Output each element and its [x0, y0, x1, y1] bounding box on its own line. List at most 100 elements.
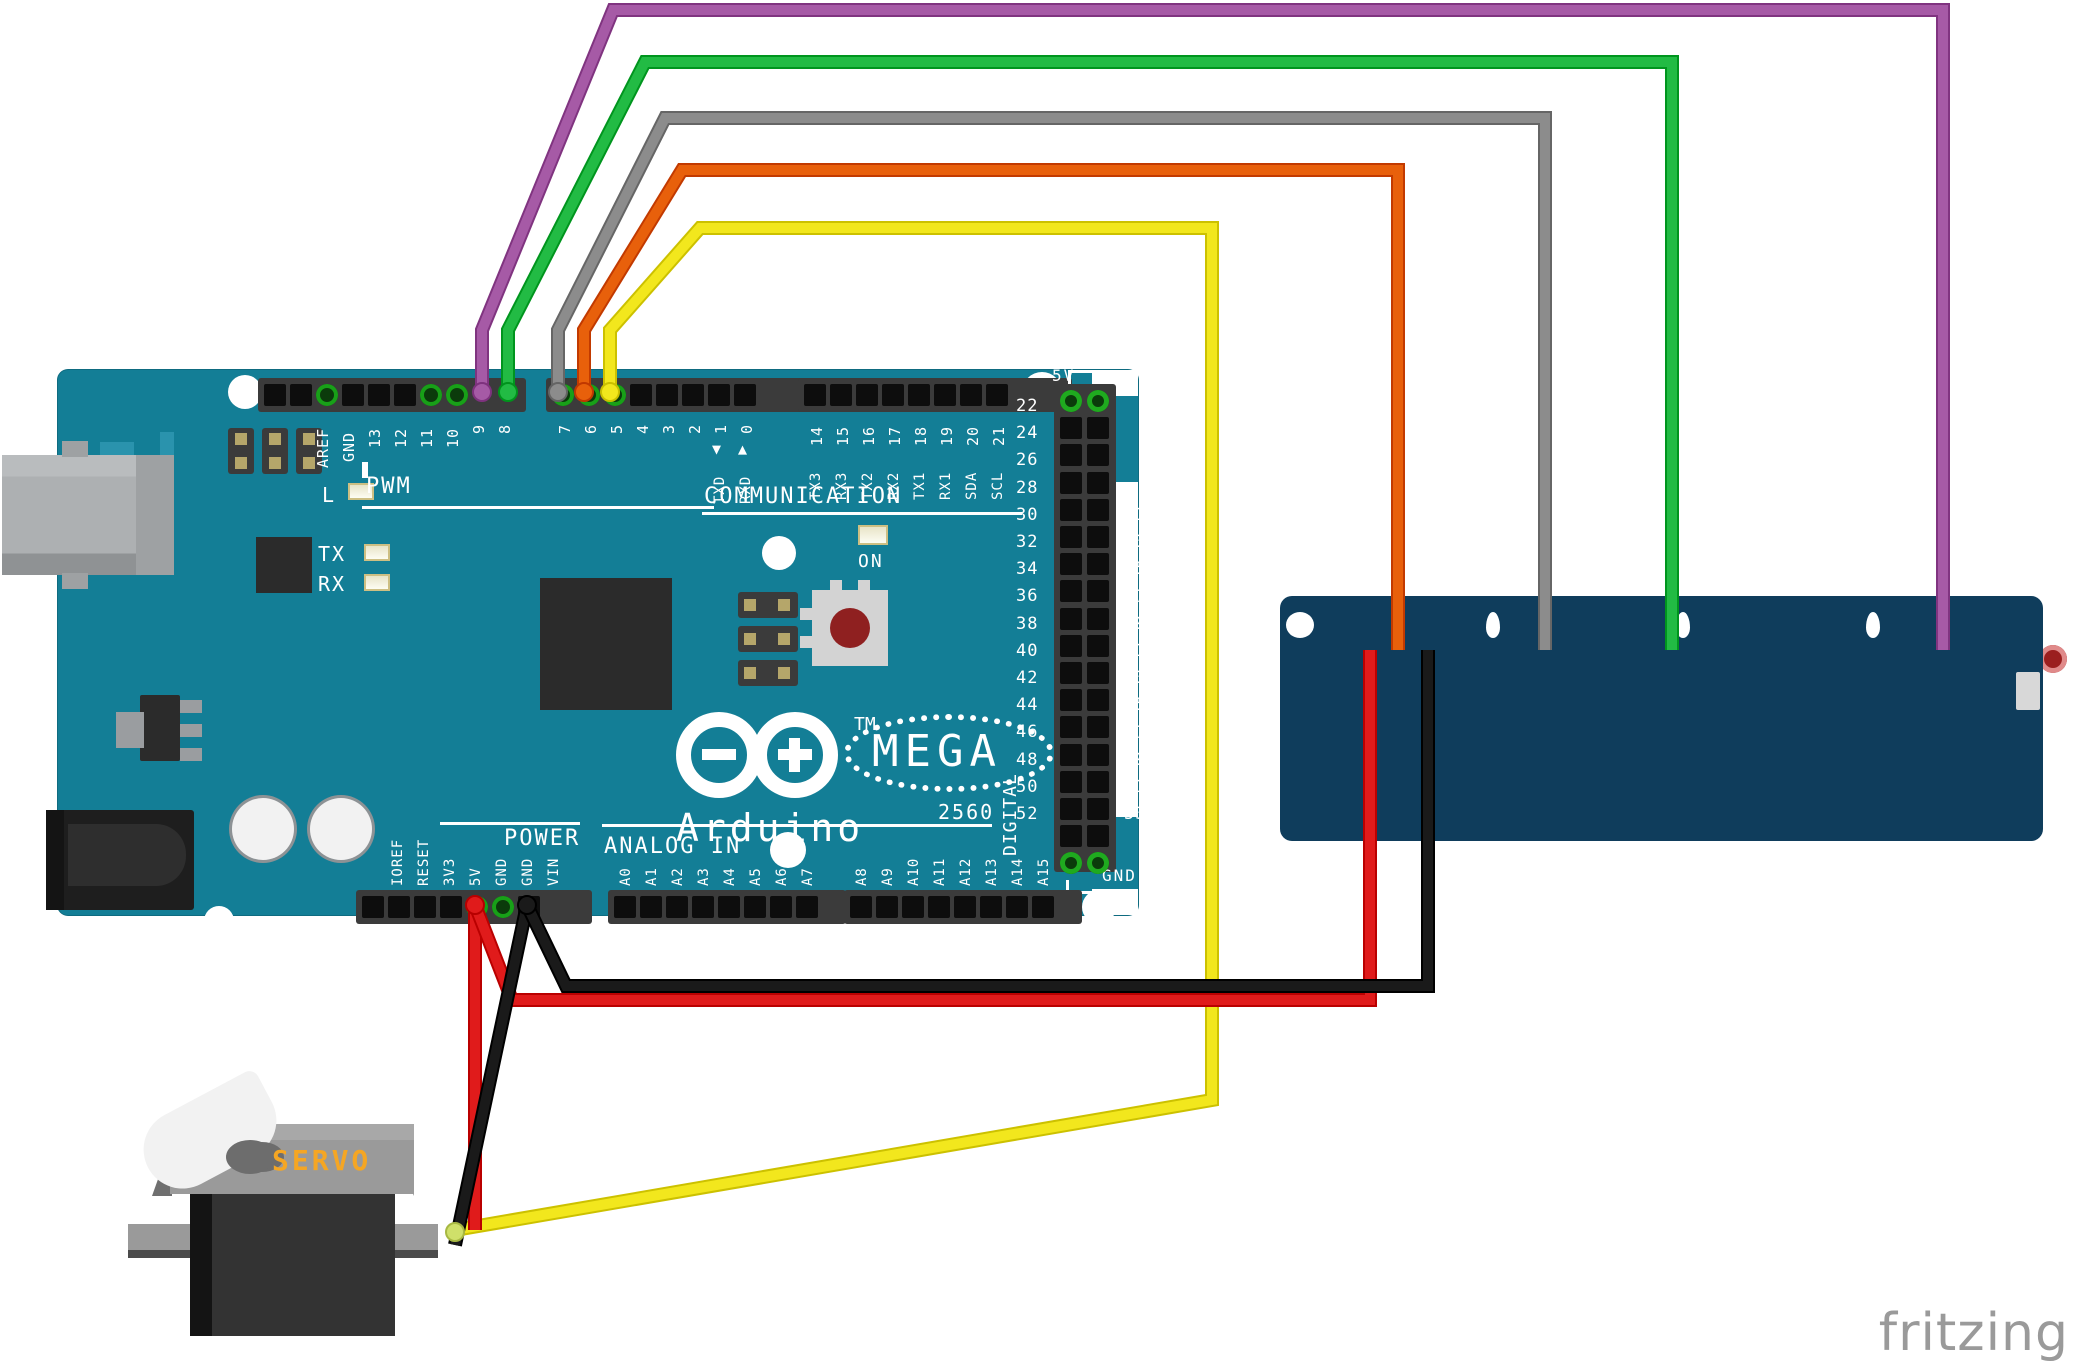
pin-2[interactable] [682, 384, 704, 406]
pin-9[interactable] [420, 384, 442, 406]
pin-16[interactable] [856, 384, 878, 406]
digital-pin[interactable] [1060, 526, 1082, 548]
on-led-label: ON [858, 551, 884, 572]
digital-pin[interactable] [1060, 770, 1082, 793]
pin-a11[interactable] [928, 896, 950, 918]
pin-5[interactable] [604, 384, 626, 406]
pin-14[interactable] [804, 384, 826, 406]
digital-pin[interactable] [1060, 634, 1082, 657]
digital-pin[interactable] [1060, 689, 1082, 712]
pin-a1[interactable] [640, 896, 662, 918]
digital-pin[interactable] [1087, 580, 1109, 603]
pin-20[interactable] [960, 384, 982, 406]
pin-5v[interactable] [440, 896, 462, 918]
digital-pin[interactable] [1087, 417, 1109, 440]
pin-gnd[interactable] [290, 384, 312, 406]
digital-pin[interactable] [1060, 607, 1082, 630]
digital-pin[interactable] [1087, 444, 1109, 467]
digital-pin[interactable] [1060, 471, 1082, 494]
pin-6[interactable] [578, 384, 600, 406]
pin-13[interactable] [316, 384, 338, 406]
digital-pin[interactable] [1087, 607, 1109, 630]
digital-pin[interactable] [1060, 444, 1082, 467]
pin-aref[interactable] [264, 384, 286, 406]
pin-4[interactable] [630, 384, 652, 406]
pin-ioref[interactable] [362, 896, 384, 918]
digital-pin[interactable] [1087, 798, 1109, 820]
digital-pin[interactable] [1060, 580, 1082, 603]
pin-15[interactable] [830, 384, 852, 406]
pin-3v3[interactable] [414, 896, 436, 918]
digital-pin[interactable] [1060, 743, 1082, 766]
digital-pin[interactable] [1087, 553, 1109, 576]
pin-a15[interactable] [1032, 896, 1054, 918]
digital-pin[interactable] [1060, 417, 1082, 440]
digital-pin[interactable] [1060, 662, 1082, 684]
pin-17[interactable] [882, 384, 904, 406]
pin-a14[interactable] [1006, 896, 1028, 918]
digital-pin[interactable] [1087, 390, 1109, 412]
pin-18[interactable] [908, 384, 930, 406]
pin-a10[interactable] [902, 896, 924, 918]
sensor-4-pad-gnd[interactable] [2038, 645, 2067, 673]
pin-a5[interactable] [744, 896, 766, 918]
digital-pin[interactable] [1087, 634, 1109, 657]
pin-gnd-2[interactable] [492, 896, 514, 918]
pin-a13[interactable] [980, 896, 1002, 918]
icsp-header-1[interactable] [228, 428, 336, 474]
analog-label-A6: A6 [774, 867, 790, 886]
digital-pin[interactable] [1087, 471, 1109, 494]
power-header[interactable] [356, 890, 592, 924]
servo-motor[interactable]: SERVO [128, 1067, 438, 1336]
pin-0[interactable] [734, 384, 756, 406]
wire-endpoint-7[interactable] [445, 1222, 465, 1242]
digital-pin[interactable] [1087, 716, 1109, 739]
usb-connector[interactable] [2, 441, 174, 589]
digital-pin[interactable] [1087, 825, 1109, 848]
digital-pin[interactable] [1060, 825, 1082, 848]
pin-gnd-1[interactable] [466, 896, 488, 918]
pin-a8[interactable] [850, 896, 872, 918]
digital-pin[interactable] [1087, 770, 1109, 793]
pin-7[interactable] [552, 384, 574, 406]
digital-pin[interactable] [1060, 498, 1082, 521]
comm-num-19: 19 [938, 425, 956, 446]
pin-12[interactable] [342, 384, 364, 406]
pin-1[interactable] [708, 384, 730, 406]
pin-a4[interactable] [718, 896, 740, 918]
pin-a7[interactable] [796, 896, 818, 918]
digital-pin[interactable] [1087, 743, 1109, 766]
digital-header-7-0[interactable] [546, 378, 814, 412]
pin-21[interactable] [986, 384, 1008, 406]
digital-pin[interactable] [1087, 526, 1109, 548]
pin-a2[interactable] [666, 896, 688, 918]
pin-a6[interactable] [770, 896, 792, 918]
pin-a0[interactable] [614, 896, 636, 918]
digital-pin[interactable] [1087, 498, 1109, 521]
digital-pin[interactable] [1087, 662, 1109, 684]
digital-pin[interactable] [1060, 553, 1082, 576]
pin-11[interactable] [368, 384, 390, 406]
pin-a12[interactable] [954, 896, 976, 918]
touch-sensor-module-bar[interactable] [1280, 596, 2043, 841]
pin-3[interactable] [656, 384, 678, 406]
wire-black-servo[interactable] [450, 903, 532, 1247]
analog-header-a0-a7[interactable] [608, 890, 846, 924]
pin-10[interactable] [394, 384, 416, 406]
digital-header-aref-8[interactable] [258, 378, 526, 412]
pin-8[interactable] [446, 384, 468, 406]
pin-19[interactable] [934, 384, 956, 406]
digital-pin[interactable] [1060, 390, 1082, 412]
analog-header-a8-a15[interactable] [844, 890, 1082, 924]
pin-vin[interactable] [518, 896, 540, 918]
icsp-header-2[interactable] [738, 592, 798, 702]
digital-pin[interactable] [1060, 716, 1082, 739]
digital-pin[interactable] [1060, 798, 1082, 820]
power-jack[interactable] [46, 810, 194, 910]
digital-pin[interactable] [1087, 689, 1109, 712]
pin-a9[interactable] [876, 896, 898, 918]
servo-mount-tab-left [128, 1224, 190, 1250]
pin-reset[interactable] [388, 896, 410, 918]
pin-a3[interactable] [692, 896, 714, 918]
digital-label-43: 43 [1124, 668, 1147, 689]
